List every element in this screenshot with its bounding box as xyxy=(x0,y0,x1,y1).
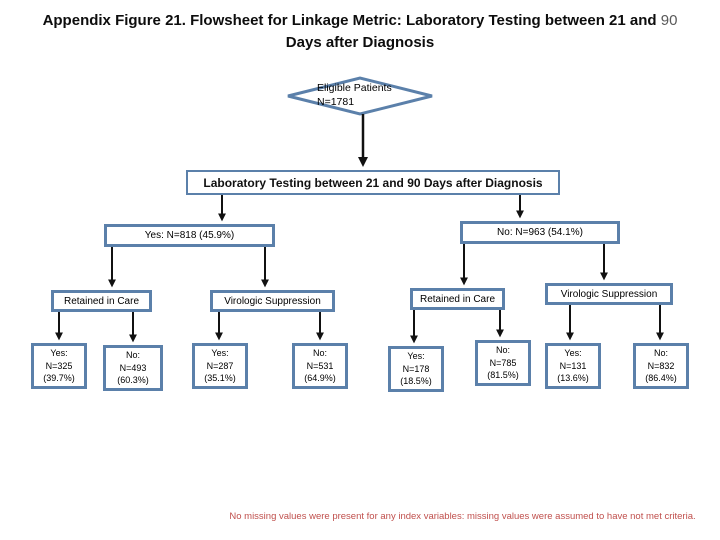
leaf-4-percent: (64.9%) xyxy=(304,373,336,384)
leaf-6-answer: No: xyxy=(495,345,510,356)
figure-title-line1-tail: 90 xyxy=(660,12,678,29)
leaf-8-percent: (86.4%) xyxy=(645,373,677,384)
footnote: No missing values were present for any i… xyxy=(229,511,696,522)
leaf-1-answer: Yes: xyxy=(50,348,68,359)
leaf-2-percent: (60.3%) xyxy=(117,375,149,386)
figure-title-line1: Appendix Figure 21. Flowsheet for Linkag… xyxy=(0,10,720,32)
leaf-3-percent: (35.1%) xyxy=(204,373,236,384)
figure-title-line1-main: Appendix Figure 21. Flowsheet for Linkag… xyxy=(42,12,661,29)
leaf-2-answer: No: xyxy=(125,350,140,361)
leaf-5-count: N=178 xyxy=(402,363,430,374)
branch-no-box: No: N=963 (54.1%) xyxy=(460,221,620,244)
leaf-6-percent: (81.5%) xyxy=(487,370,519,381)
leaf-box-6: No: N=785 (81.5%) xyxy=(475,340,531,386)
metric-box: Laboratory Testing between 21 and 90 Day… xyxy=(186,170,560,195)
figure-title: Appendix Figure 21. Flowsheet for Linkag… xyxy=(0,10,720,54)
no-virologic-suppression-box: Virologic Suppression xyxy=(545,283,673,305)
leaf-box-2: No: N=493 (60.3%) xyxy=(103,345,163,391)
leaf-8-count: N=832 xyxy=(647,360,675,371)
eligible-patients-count: N=1781 xyxy=(317,96,355,108)
figure-title-line2: Days after Diagnosis xyxy=(285,34,435,51)
yes-retained-in-care-box: Retained in Care xyxy=(51,290,152,312)
leaf-box-5: Yes: N=178 (18.5%) xyxy=(388,346,444,392)
leaf-5-answer: Yes: xyxy=(407,351,425,362)
leaf-1-count: N=325 xyxy=(45,360,73,371)
leaf-7-answer: Yes: xyxy=(564,348,582,359)
leaf-7-percent: (13.6%) xyxy=(557,373,589,384)
leaf-box-8: No: N=832 (86.4%) xyxy=(633,343,689,389)
eligible-patients-text: Eligible Patients xyxy=(317,82,392,94)
leaf-4-count: N=531 xyxy=(306,360,334,371)
yes-virologic-suppression-box: Virologic Suppression xyxy=(210,290,335,312)
leaf-box-4: No: N=531 (64.9%) xyxy=(292,343,348,389)
leaf-box-3: Yes: N=287 (35.1%) xyxy=(192,343,248,389)
leaf-box-7: Yes: N=131 (13.6%) xyxy=(545,343,601,389)
leaf-4-answer: No: xyxy=(312,348,327,359)
leaf-6-count: N=785 xyxy=(489,357,517,368)
leaf-1-percent: (39.7%) xyxy=(43,373,75,384)
branch-yes-box: Yes: N=818 (45.9%) xyxy=(104,224,275,247)
leaf-2-count: N=493 xyxy=(119,362,147,373)
leaf-8-answer: No: xyxy=(653,348,668,359)
eligible-patients-label: Eligible Patients N=1781 xyxy=(317,81,427,109)
leaf-5-percent: (18.5%) xyxy=(400,376,432,387)
leaf-box-1: Yes: N=325 (39.7%) xyxy=(31,343,87,389)
no-retained-in-care-box: Retained in Care xyxy=(410,288,505,310)
leaf-3-answer: Yes: xyxy=(211,348,229,359)
leaf-7-count: N=131 xyxy=(559,360,587,371)
leaf-3-count: N=287 xyxy=(206,360,234,371)
